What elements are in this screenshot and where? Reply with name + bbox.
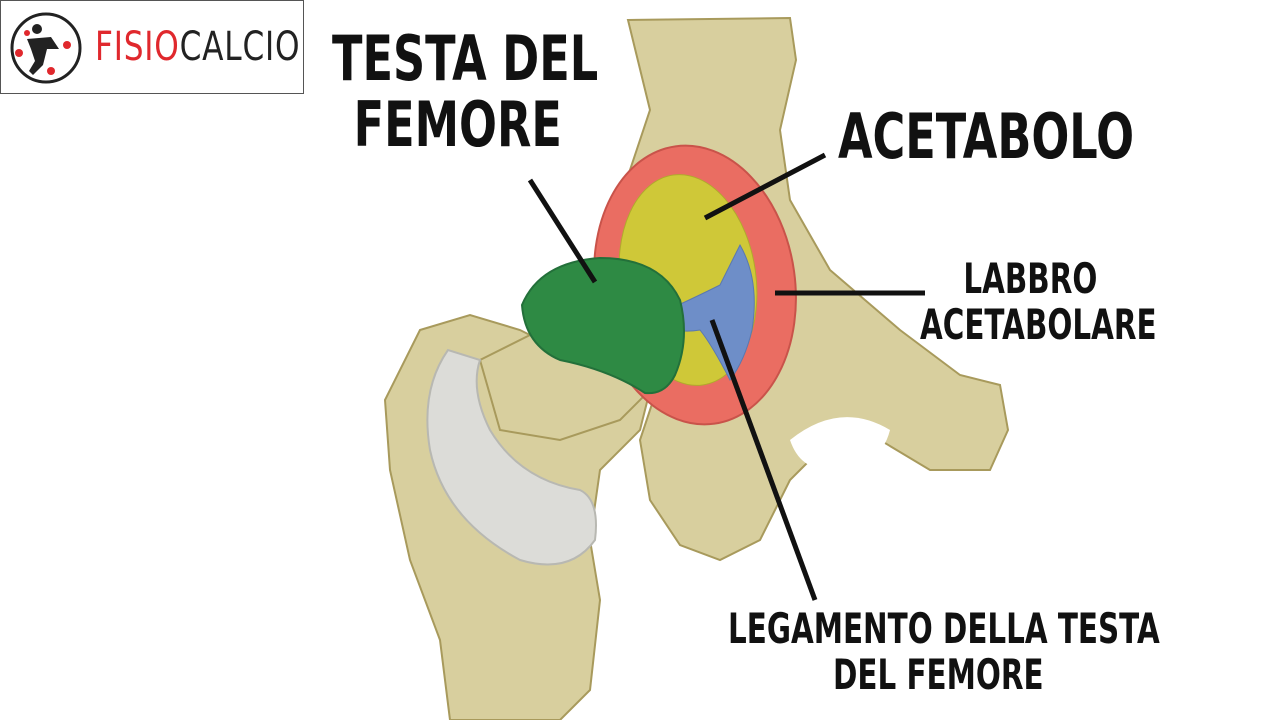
label-femoral-head: TESTA DEL FEMORE <box>332 26 598 158</box>
soccer-player-icon <box>10 12 82 84</box>
brand-name-part1: FISIO <box>95 24 180 70</box>
joint-capsule <box>426 348 597 566</box>
label-femoral-head-line2: FEMORE <box>353 88 562 161</box>
brand-name-part2: CALCIO <box>179 24 301 70</box>
label-ligament-line1: LEGAMENTO DELLA TESTA <box>728 604 1160 653</box>
label-labrum: LABBRO ACETABOLARE <box>920 256 1157 348</box>
femoral-head-shape <box>520 256 685 395</box>
label-femoral-head-line1: TESTA DEL <box>332 22 599 95</box>
label-ligament-line2: DEL FEMORE <box>833 650 1044 699</box>
label-acetabulum: ACETABOLO <box>838 104 1134 170</box>
obturator-foramen <box>790 417 890 470</box>
leader-femoral-head <box>527 178 598 284</box>
leader-ligament <box>709 319 818 601</box>
leader-acetabulum <box>703 152 827 221</box>
label-ligament: LEGAMENTO DELLA TESTA DEL FEMORE <box>728 606 1160 698</box>
label-labrum-line1: LABBRO <box>963 254 1098 303</box>
label-labrum-line2: ACETABOLARE <box>920 300 1157 349</box>
fisiocalcio-logo: FISIOCALCIO <box>0 0 304 94</box>
brand-name: FISIOCALCIO <box>95 23 300 71</box>
ligament-shape <box>649 243 755 381</box>
label-acetabulum-text: ACETABOLO <box>838 100 1135 173</box>
